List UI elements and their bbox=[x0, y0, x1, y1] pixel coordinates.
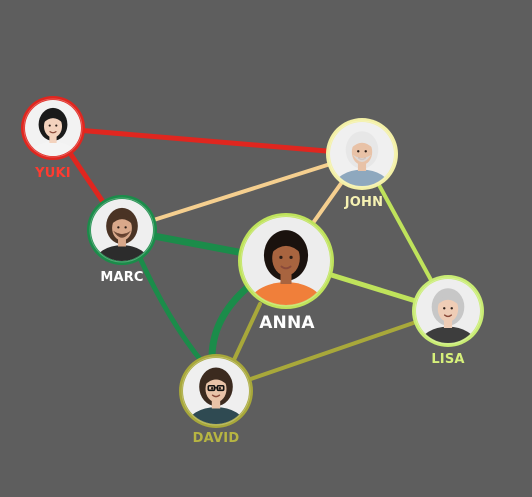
john-name-label: JOHN bbox=[344, 195, 383, 210]
lisa-avatar-photo bbox=[416, 279, 480, 343]
anna-avatar-photo bbox=[242, 217, 330, 305]
edge-david-anna bbox=[231, 302, 262, 364]
node-john[interactable]: JOHN bbox=[326, 118, 398, 210]
david-name-label: DAVID bbox=[193, 431, 240, 446]
node-marc[interactable]: MARC bbox=[87, 195, 157, 285]
node-layer: YUKI JOHN MARC ANNA LISA DAVID bbox=[21, 96, 484, 446]
edge-marc-david bbox=[137, 255, 206, 366]
edge-david-lisa bbox=[214, 309, 450, 393]
lisa-name-label: LISA bbox=[431, 352, 464, 367]
david-avatar-photo bbox=[183, 358, 249, 424]
node-lisa[interactable]: LISA bbox=[412, 275, 484, 367]
yuki-avatar-photo bbox=[25, 100, 81, 156]
john-avatar-photo bbox=[330, 122, 394, 186]
node-anna[interactable]: ANNA bbox=[238, 213, 334, 333]
yuki-name-label: YUKI bbox=[34, 166, 71, 181]
marc-name-label: MARC bbox=[100, 270, 143, 285]
edge-marc-john bbox=[120, 152, 364, 232]
edge-anna-david bbox=[208, 283, 252, 362]
node-yuki[interactable]: YUKI bbox=[21, 96, 85, 181]
node-david[interactable]: DAVID bbox=[179, 354, 253, 446]
edge-yuki-john bbox=[50, 125, 365, 157]
marc-avatar-photo bbox=[91, 199, 153, 261]
anna-name-label: ANNA bbox=[259, 313, 315, 333]
